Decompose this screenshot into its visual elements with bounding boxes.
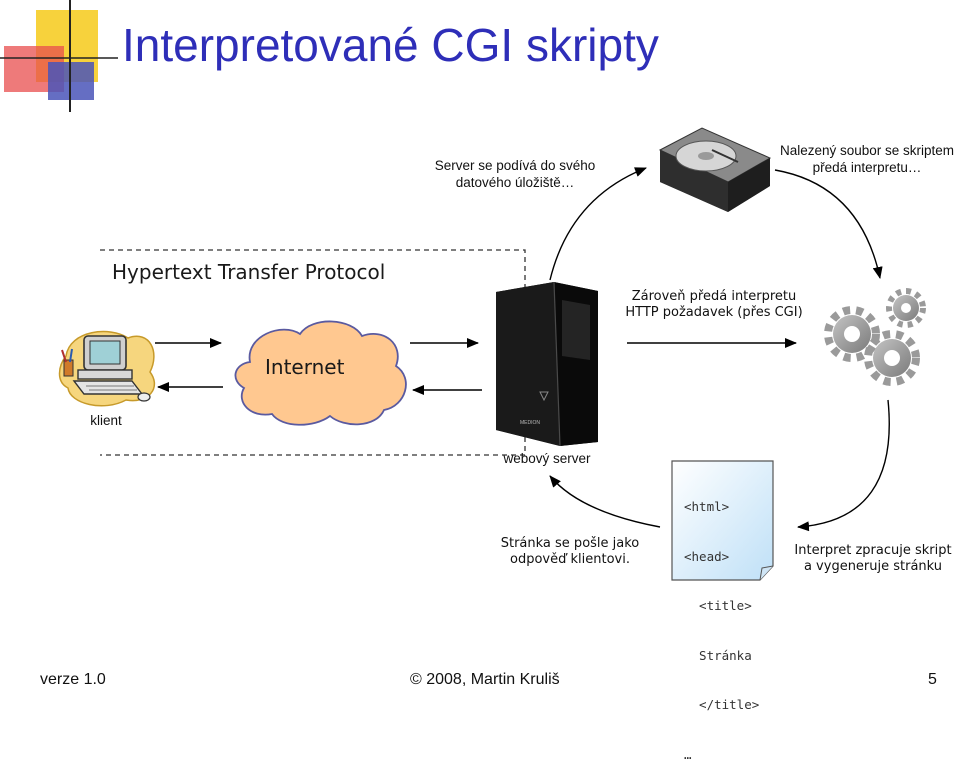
server-brand-label: MEDION [520,420,540,426]
footer-version: verze 1.0 [40,671,106,688]
note-found-script: Nalezený soubor se skriptem předá interp… [776,142,958,176]
internet-label: Internet [265,355,345,379]
web-server-icon: MEDION [496,281,598,447]
code-line: <head> [684,548,730,564]
code-line: Stránka [684,647,752,663]
gears-icon [824,288,926,386]
http-protocol-label: Hypertext Transfer Protocol [112,260,386,284]
note-interpret-line-2: a vygeneruje stránku [803,559,943,574]
internet-cloud [234,320,407,426]
note-storage-line-1: Server se podívá do svého [434,158,596,173]
arrow-disk-to-interpreter [774,169,883,279]
note-storage-line-2: datového úložiště… [455,175,575,190]
note-response-line-1: Stránka se pošle jako [500,536,640,551]
note-http-line-2: HTTP požadavek (přes CGI) [625,305,803,320]
hard-disk-icon [658,127,772,212]
arrow-interpreter-to-document [797,399,890,532]
note-interpret-line-1: Interpret zpracuje skript [794,543,952,558]
note-http-line-1: Zároveň předá interpretu [631,289,797,304]
diagram-canvas: MEDION [0,0,926,581]
web-server-label: webový server [503,451,591,466]
code-line: </title> [684,697,760,712]
code-line: <html> [684,499,730,514]
client-computer-icon [58,330,156,407]
code-line: … [684,746,692,762]
corner-decoration [0,0,118,112]
html-code-snippet: <html> <head> <title> Stránka </title> … [684,466,759,780]
note-response-line-2: odpověď klientovi. [510,552,630,567]
note-interpret: Interpret zpracuje skript a vygeneruje s… [788,543,958,575]
footer-page-number: 5 [928,671,937,688]
document-fold [759,565,774,581]
note-response: Stránka se pošle jako odpověď klientovi. [496,536,644,568]
note-found-line-2: předá interpretu… [812,160,922,175]
slide-title: Interpretované CGI skripty [122,19,659,71]
note-http-request: Zároveň předá interpretu HTTP požadavek … [616,289,812,321]
arrow-server-to-disk [549,167,647,281]
footer-copyright: © 2008, Martin Kruliš [410,671,560,688]
note-found-line-1: Nalezený soubor se skriptem [779,143,955,158]
code-line: <title> [684,598,752,613]
note-storage: Server se podívá do svého datového úloži… [420,157,610,191]
arrow-document-to-server [549,475,661,528]
client-label: klient [90,413,122,428]
